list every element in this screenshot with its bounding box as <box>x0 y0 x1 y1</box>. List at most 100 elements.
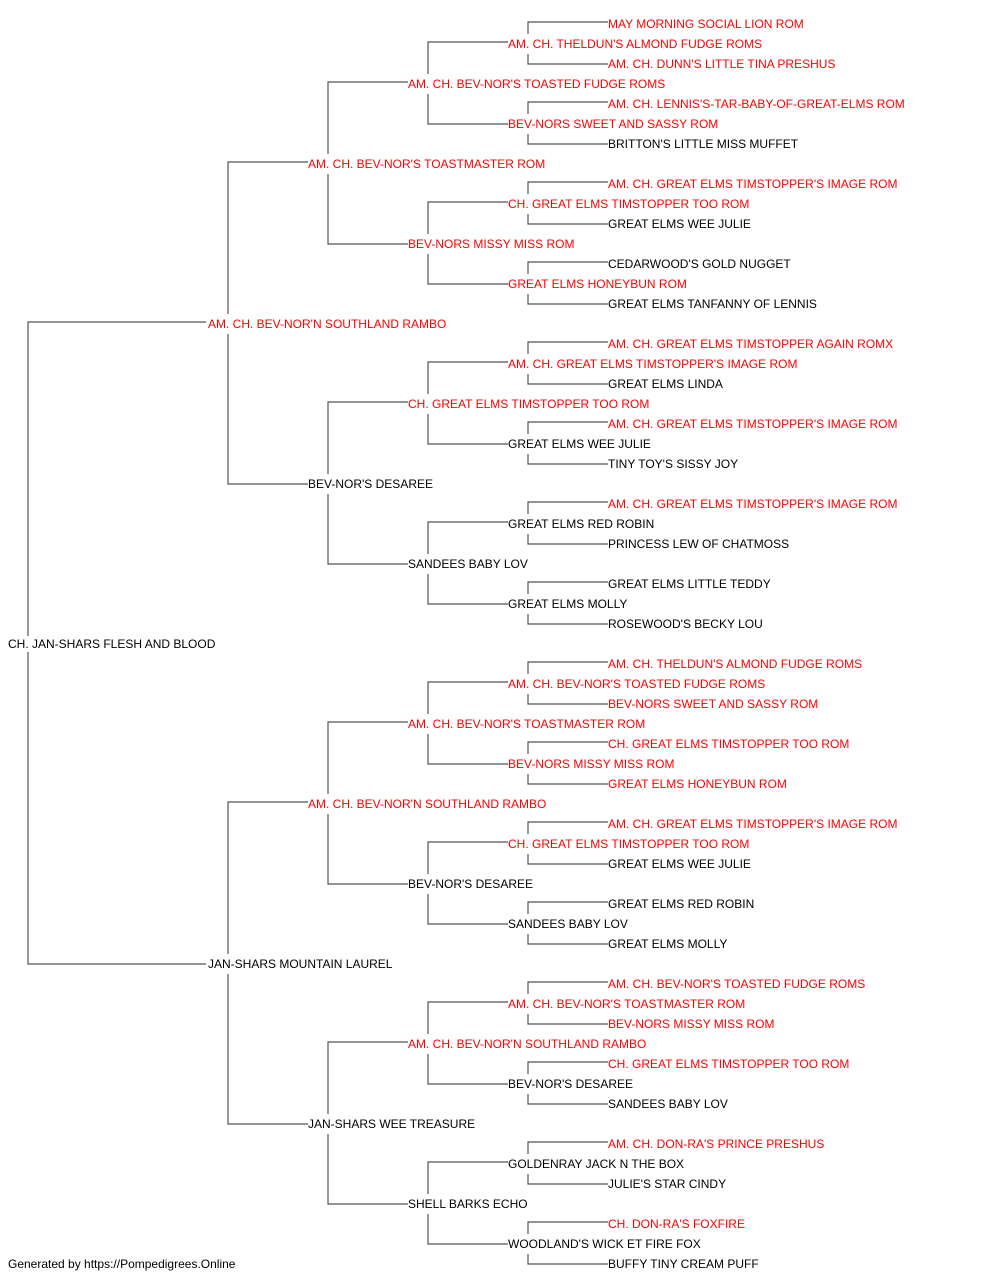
dog-dam-sire-dam-dam-sire-connector <box>527 901 608 914</box>
dog-dam-sire-dam-dam-dam-name: GREAT ELMS MOLLY <box>608 937 727 951</box>
generated-by-footer: Generated by https://Pompedigrees.Online <box>8 1257 236 1271</box>
dog-sire-sire-dam-connector <box>327 174 408 245</box>
dog-sire-sire-sire-dam-sire-connector <box>527 101 608 114</box>
dog-dam-sire-name: AM. CH. BEV-NOR'N SOUTHLAND RAMBO <box>308 797 546 811</box>
dog-dam-dam-dam-name: SHELL BARKS ECHO <box>408 1197 528 1211</box>
dog-dam-dam-sire-name: AM. CH. BEV-NOR'N SOUTHLAND RAMBO <box>408 1037 646 1051</box>
dog-dam-dam-sire-sire-dam-connector <box>527 1014 608 1025</box>
dog-sire-dam-dam-name: SANDEES BABY LOV <box>408 557 528 571</box>
dog-sire-dam-dam-sire-sire-connector <box>527 501 608 514</box>
dog-dam-sire-connector <box>227 801 308 954</box>
dog-sire-dam-dam-dam-name: GREAT ELMS MOLLY <box>508 597 627 611</box>
dog-dam-dam-sire-sire-connector <box>427 1001 508 1034</box>
dog-dam-sire-sire-sire-dam-connector <box>527 694 608 705</box>
dog-sire-dam-sire-sire-name: AM. CH. GREAT ELMS TIMSTOPPER'S IMAGE RO… <box>508 357 797 371</box>
dog-sire-sire-sire-dam-name: BEV-NORS SWEET AND SASSY ROM <box>508 117 718 131</box>
dog-sire-sire-dam-dam-sire-name: CEDARWOOD'S GOLD NUGGET <box>608 257 791 271</box>
dog-dam-sire-sire-dam-dam-connector <box>527 774 608 785</box>
dog-dam-sire-sire-sire-sire-name: AM. CH. THELDUN'S ALMOND FUDGE ROMS <box>608 657 862 671</box>
dog-sire-dam-connector <box>227 334 308 485</box>
dog-dam-dam-sire-dam-name: BEV-NOR'S DESAREE <box>508 1077 633 1091</box>
dog-sire-dam-sire-dam-sire-connector <box>527 421 608 434</box>
dog-dam-dam-sire-dam-sire-connector <box>527 1061 608 1074</box>
dog-dam-sire-dam-sire-sire-name: AM. CH. GREAT ELMS TIMSTOPPER'S IMAGE RO… <box>608 817 897 831</box>
dog-sire-connector <box>27 321 206 636</box>
dog-dam-dam-dam-sire-sire-connector <box>527 1141 608 1154</box>
dog-dam-sire-sire-name: AM. CH. BEV-NOR'S TOASTMASTER ROM <box>408 717 645 731</box>
dog-dam-sire-sire-dam-sire-connector <box>527 741 608 754</box>
dog-sire-dam-sire-sire-dam-name: GREAT ELMS LINDA <box>608 377 723 391</box>
dog-sire-sire-dam-dam-sire-connector <box>527 261 608 274</box>
dog-sire-dam-dam-dam-dam-connector <box>527 614 608 625</box>
dog-dam-sire-sire-dam-name: BEV-NORS MISSY MISS ROM <box>508 757 674 771</box>
dog-dam-dam-sire-sire-dam-name: BEV-NORS MISSY MISS ROM <box>608 1017 774 1031</box>
dog-sire-sire-dam-sire-sire-name: AM. CH. GREAT ELMS TIMSTOPPER'S IMAGE RO… <box>608 177 897 191</box>
dog-sire-sire-dam-dam-dam-connector <box>527 294 608 305</box>
dog-sire-sire-sire-sire-sire-name: MAY MORNING SOCIAL LION ROM <box>608 17 804 31</box>
dog-dam-sire-dam-dam-name: SANDEES BABY LOV <box>508 917 628 931</box>
dog-dam-dam-dam-sire-dam-connector <box>527 1174 608 1185</box>
dog-sire-sire-sire-connector <box>327 81 408 154</box>
dog-dam-sire-sire-sire-sire-connector <box>527 661 608 674</box>
dog-dam-dam-dam-dam-connector <box>427 1214 508 1245</box>
dog-dam-dam-dam-sire-name: GOLDENRAY JACK N THE BOX <box>508 1157 684 1171</box>
dog-dam-sire-dam-sire-connector <box>427 841 508 874</box>
dog-dam-sire-sire-sire-connector <box>427 681 508 714</box>
dog-dam-sire-dam-sire-name: CH. GREAT ELMS TIMSTOPPER TOO ROM <box>508 837 749 851</box>
dog-dam-dam-dam-sire-dam-name: JULIE'S STAR CINDY <box>608 1177 726 1191</box>
dog-dam-dam-dam-dam-sire-name: CH. DON-RA'S FOXFIRE <box>608 1217 745 1231</box>
dog-sire-dam-sire-dam-name: GREAT ELMS WEE JULIE <box>508 437 651 451</box>
dog-sire-sire-sire-sire-name: AM. CH. THELDUN'S ALMOND FUDGE ROMS <box>508 37 762 51</box>
dog-dam-dam-name: JAN-SHARS WEE TREASURE <box>308 1117 475 1131</box>
dog-sire-sire-sire-dam-dam-connector <box>527 134 608 145</box>
dog-dam-dam-dam-dam-name: WOODLAND'S WICK ET FIRE FOX <box>508 1237 701 1251</box>
dog-sire-dam-dam-sire-dam-connector <box>527 534 608 545</box>
dog-sire-sire-dam-sire-dam-name: GREAT ELMS WEE JULIE <box>608 217 751 231</box>
dog-dam-sire-dam-dam-connector <box>427 894 508 925</box>
dog-sire-dam-dam-dam-sire-name: GREAT ELMS LITTLE TEDDY <box>608 577 771 591</box>
dog-sire-dam-sire-sire-sire-name: AM. CH. GREAT ELMS TIMSTOPPER AGAIN ROMX <box>608 337 893 351</box>
dog-sire-dam-sire-connector <box>327 401 408 474</box>
dog-dam-name: JAN-SHARS MOUNTAIN LAUREL <box>208 957 393 971</box>
dog-dam-sire-sire-sire-dam-name: BEV-NORS SWEET AND SASSY ROM <box>608 697 818 711</box>
dog-sire-sire-dam-name: BEV-NORS MISSY MISS ROM <box>408 237 574 251</box>
dog-sire-sire-dam-dam-name: GREAT ELMS HONEYBUN ROM <box>508 277 687 291</box>
dog-dam-dam-dam-dam-dam-name: BUFFY TINY CREAM PUFF <box>608 1257 759 1271</box>
dog-sire-dam-sire-name: CH. GREAT ELMS TIMSTOPPER TOO ROM <box>408 397 649 411</box>
dog-dam-sire-sire-dam-connector <box>427 734 508 765</box>
dog-sire-dam-dam-dam-dam-name: ROSEWOOD'S BECKY LOU <box>608 617 763 631</box>
dog-dam-sire-sire-connector <box>327 721 408 794</box>
dog-sire-dam-name: BEV-NOR'S DESAREE <box>308 477 433 491</box>
dog-sire-sire-sire-sire-sire-connector <box>527 21 608 34</box>
dog-dam-sire-dam-dam-dam-connector <box>527 934 608 945</box>
dog-sire-sire-dam-dam-dam-name: GREAT ELMS TANFANNY OF LENNIS <box>608 297 817 311</box>
dog-sire-sire-sire-name: AM. CH. BEV-NOR'S TOASTED FUDGE ROMS <box>408 77 665 91</box>
dog-sire-sire-dam-sire-connector <box>427 201 508 234</box>
dog-sire-sire-sire-dam-connector <box>427 94 508 125</box>
dog-sire-dam-sire-dam-sire-name: AM. CH. GREAT ELMS TIMSTOPPER'S IMAGE RO… <box>608 417 897 431</box>
dog-sire-sire-sire-dam-dam-name: BRITTON'S LITTLE MISS MUFFET <box>608 137 799 151</box>
dog-name: CH. JAN-SHARS FLESH AND BLOOD <box>8 637 216 651</box>
dog-dam-sire-dam-name: BEV-NOR'S DESAREE <box>408 877 533 891</box>
dog-dam-dam-sire-dam-dam-connector <box>527 1094 608 1105</box>
dog-sire-sire-dam-dam-connector <box>427 254 508 285</box>
dog-sire-sire-dam-sire-name: CH. GREAT ELMS TIMSTOPPER TOO ROM <box>508 197 749 211</box>
dog-sire-dam-sire-sire-connector <box>427 361 508 394</box>
dog-dam-sire-dam-sire-dam-name: GREAT ELMS WEE JULIE <box>608 857 751 871</box>
dog-dam-dam-dam-sire-sire-name: AM. CH. DON-RA'S PRINCE PRESHUS <box>608 1137 824 1151</box>
dog-dam-dam-dam-sire-connector <box>427 1161 508 1194</box>
dog-dam-dam-sire-connector <box>327 1041 408 1114</box>
dog-dam-sire-dam-sire-sire-connector <box>527 821 608 834</box>
dog-dam-dam-sire-sire-name: AM. CH. BEV-NOR'S TOASTMASTER ROM <box>508 997 745 1011</box>
dog-dam-sire-sire-dam-sire-name: CH. GREAT ELMS TIMSTOPPER TOO ROM <box>608 737 849 751</box>
dog-dam-dam-dam-connector <box>327 1134 408 1205</box>
dog-dam-dam-sire-dam-dam-name: SANDEES BABY LOV <box>608 1097 728 1111</box>
dog-sire-sire-sire-sire-dam-name: AM. CH. DUNN'S LITTLE TINA PRESHUS <box>608 57 835 71</box>
dog-sire-dam-sire-dam-dam-name: TINY TOY'S SISSY JOY <box>608 457 738 471</box>
dog-sire-dam-dam-connector <box>327 494 408 565</box>
dog-dam-dam-dam-dam-sire-connector <box>527 1221 608 1234</box>
dog-sire-dam-dam-sire-connector <box>427 521 508 554</box>
dog-dam-dam-sire-sire-sire-connector <box>527 981 608 994</box>
dog-sire-sire-name: AM. CH. BEV-NOR'S TOASTMASTER ROM <box>308 157 545 171</box>
